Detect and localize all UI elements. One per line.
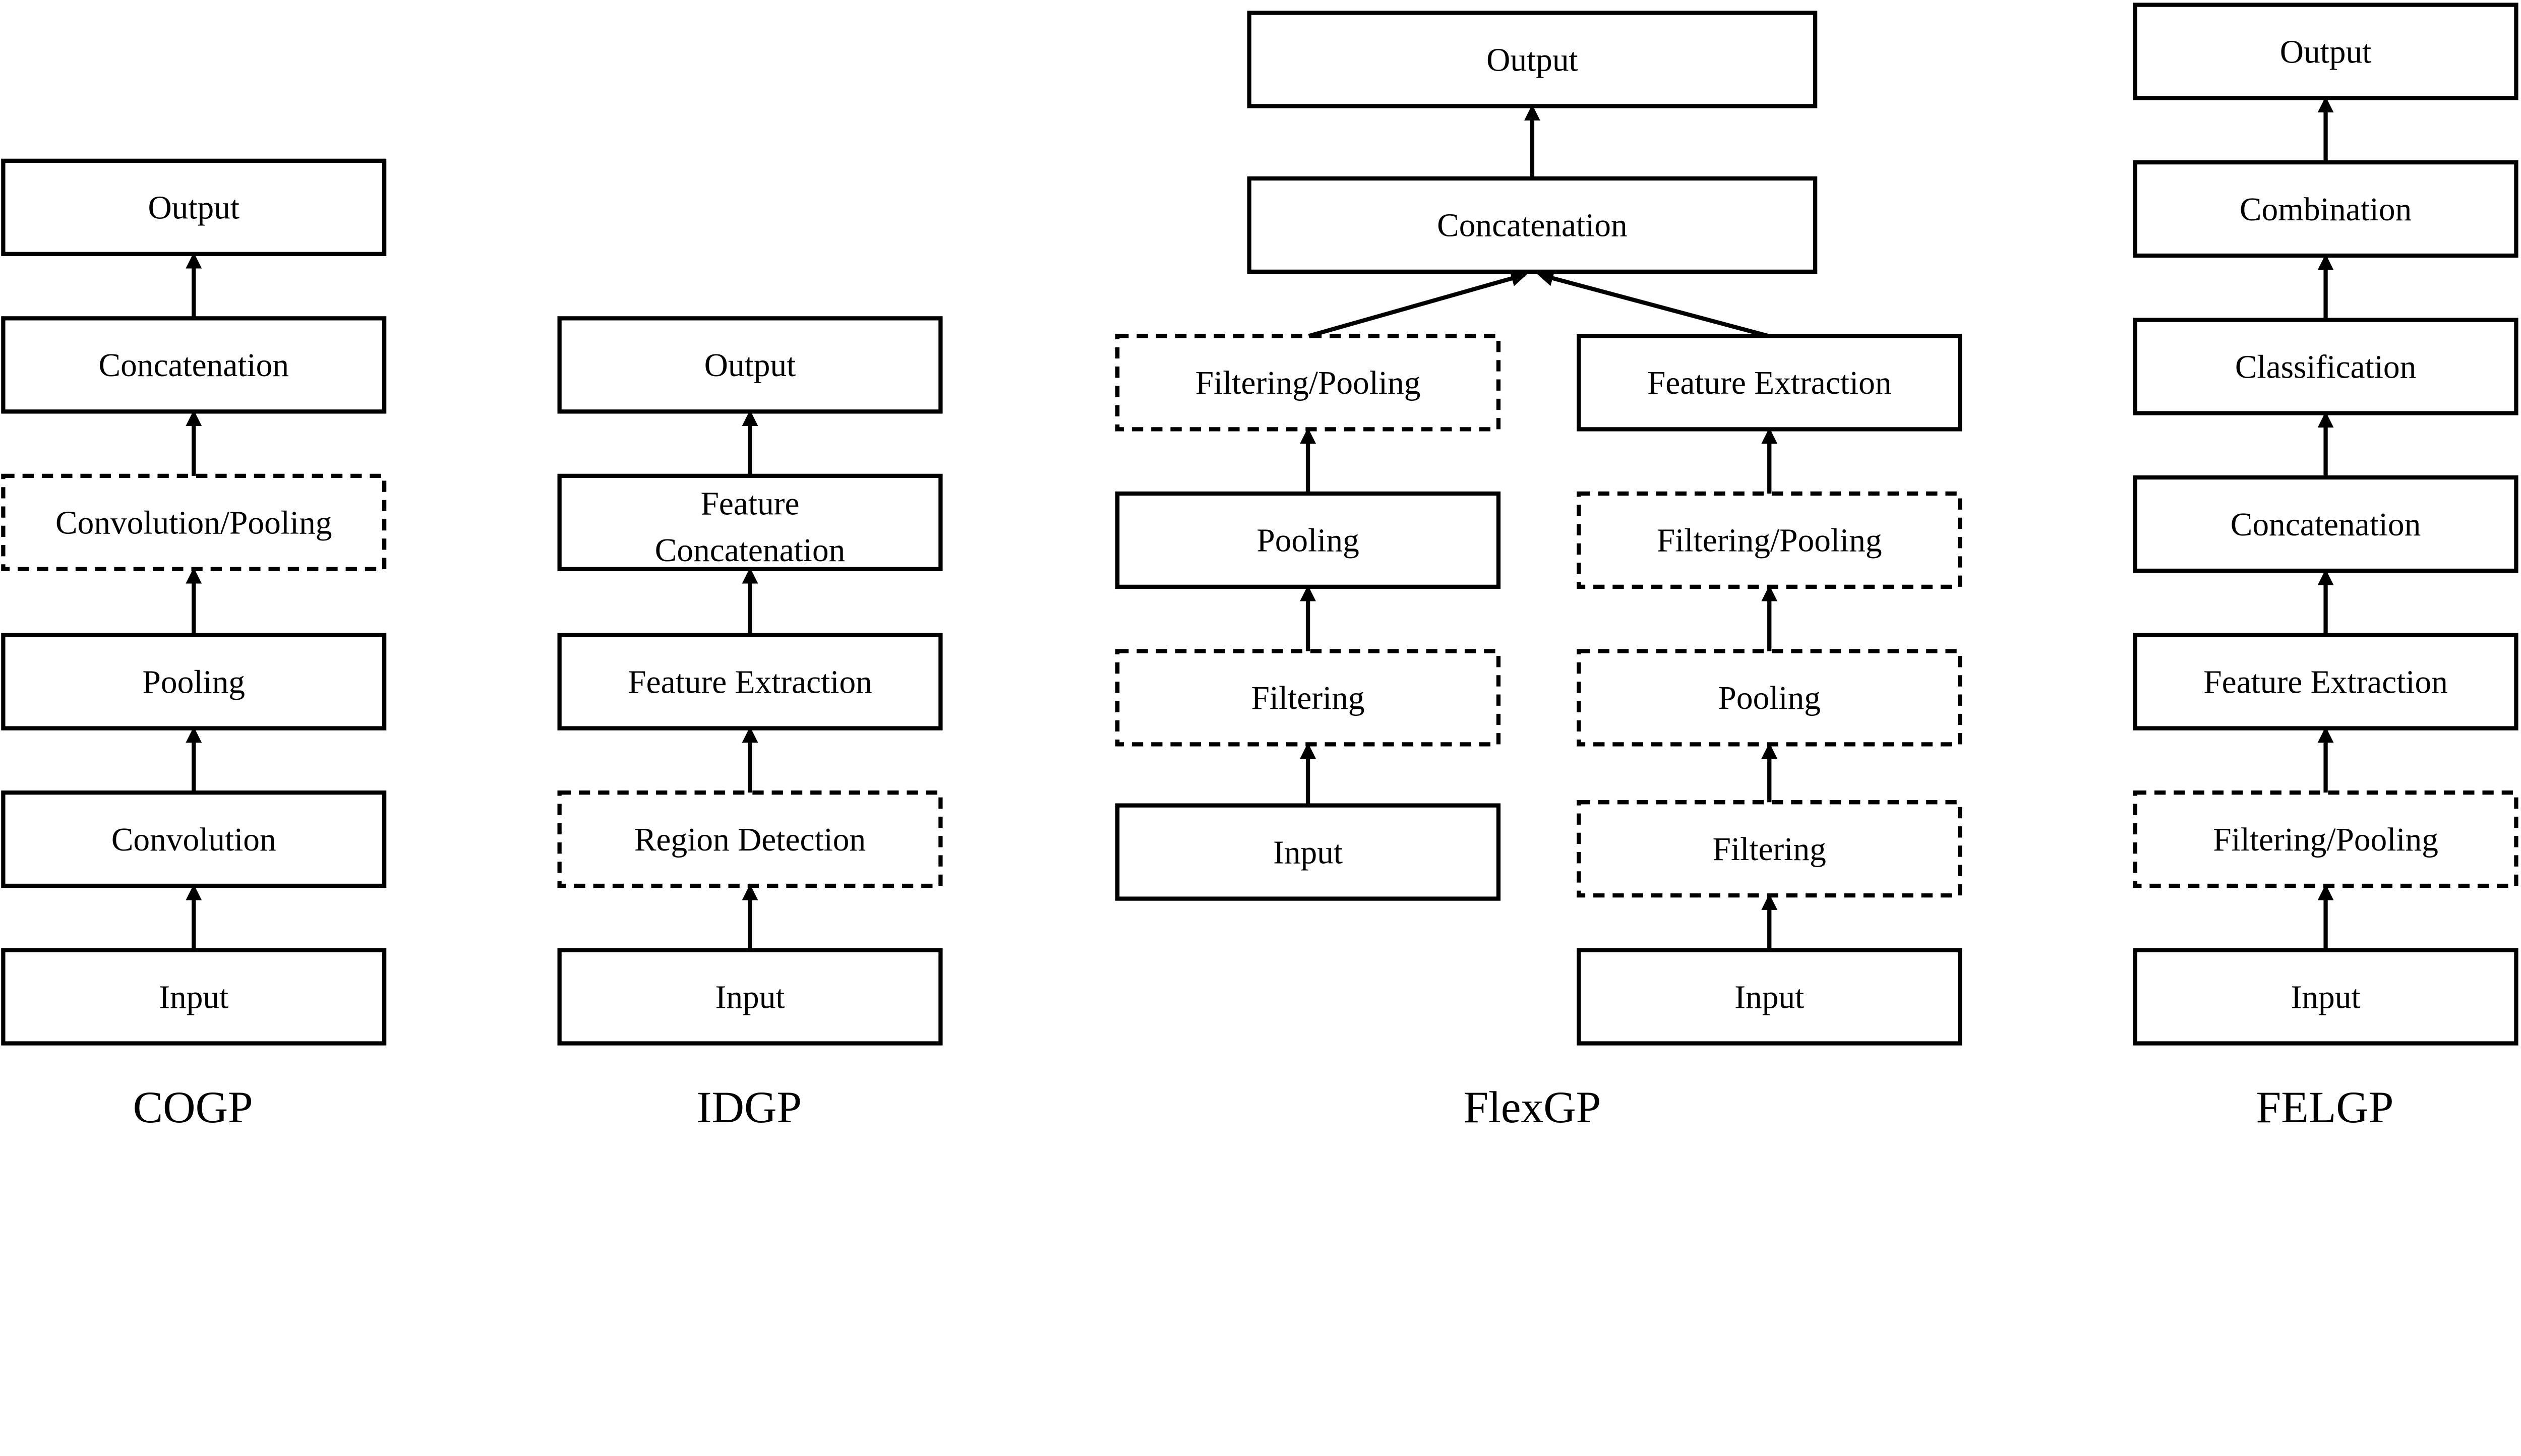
filtering-pooling-box: Filtering/Pooling — [1577, 491, 1962, 589]
box-label: Output — [148, 190, 239, 226]
box-label: Pooling — [1718, 680, 1821, 716]
input-box: Input — [1115, 803, 1501, 901]
filtering-pooling-box: Filtering/Pooling — [2133, 790, 2518, 888]
box-label: Convolution — [111, 822, 276, 858]
feature-extraction-box: Feature Extraction — [1577, 334, 1962, 432]
box-label: Filtering/Pooling — [1657, 523, 1882, 559]
box-label: Feature Extraction — [2203, 664, 2448, 700]
box-label: Filtering — [1251, 680, 1365, 716]
box-outline — [557, 948, 943, 1046]
box-label: Classification — [2235, 349, 2416, 385]
flexgp-diagram: OutputConcatenationFiltering/PoolingPool… — [1115, 11, 1962, 1130]
cogp-diagram: OutputConcatenationConvolution/PoolingPo… — [1, 158, 387, 1130]
concatenation-box: Concatenation — [2133, 475, 2518, 573]
box-label: Filtering — [1713, 831, 1826, 868]
output-box: Output — [1, 158, 387, 256]
box-label: Pooling — [1256, 523, 1359, 559]
diagram-title: FELGP — [2256, 1082, 2394, 1130]
box-outline — [1115, 334, 1501, 432]
output-box: Output — [2133, 3, 2518, 100]
feature-extraction-box: Feature Extraction — [557, 633, 943, 731]
diagram-title: IDGP — [697, 1082, 802, 1130]
box-outline — [557, 316, 943, 414]
box-label-line: Feature — [701, 486, 800, 522]
arrow — [1308, 270, 1528, 338]
box-outline — [1, 158, 387, 256]
felgp-diagram: OutputCombinationClassificationConcatena… — [2133, 3, 2518, 1130]
box-label: Output — [2280, 34, 2372, 70]
box-label: Filtering/Pooling — [2213, 822, 2438, 858]
box-label-line: Concatenation — [655, 532, 846, 569]
box-label: Combination — [2240, 192, 2412, 228]
diagram-title: FlexGP — [1463, 1082, 1601, 1130]
box-label: Concatenation — [1437, 208, 1628, 244]
box-label: Concatenation — [2231, 507, 2421, 543]
box-label: Region Detection — [634, 822, 866, 858]
box-outline — [2133, 160, 2518, 258]
box-label: Output — [1486, 42, 1578, 78]
input-box: Input — [557, 948, 943, 1046]
box-label: Convolution/Pooling — [55, 505, 332, 541]
input-box: Input — [1577, 948, 1962, 1046]
box-outline — [1577, 334, 1962, 432]
region-detection-box: Region Detection — [557, 790, 943, 888]
box-outline — [1, 316, 387, 414]
box-outline — [1115, 649, 1501, 747]
box-label: Input — [1273, 834, 1343, 871]
concatenation-box: Concatenation — [1247, 176, 1818, 274]
input-box: Input — [2133, 948, 2518, 1046]
box-label: Input — [1734, 979, 1804, 1015]
box-label: Input — [715, 979, 785, 1015]
diagram-title: COGP — [133, 1082, 253, 1130]
box-outline — [1, 790, 387, 888]
box-outline — [1, 473, 387, 571]
box-outline — [2133, 318, 2518, 415]
output-box: Output — [557, 316, 943, 414]
box-outline — [2133, 948, 2518, 1046]
box-outline — [557, 633, 943, 731]
arrow — [1537, 270, 1769, 338]
filtering-box: Filtering — [1577, 800, 1962, 898]
box-outline — [1247, 176, 1818, 274]
box-label: Pooling — [143, 664, 245, 700]
pooling-box: Pooling — [1577, 649, 1962, 747]
filtering-pooling-box: Filtering/Pooling — [1115, 334, 1501, 432]
box-outline — [2133, 475, 2518, 573]
pooling-box: Pooling — [1, 633, 387, 731]
concatenation-box: Concatenation — [1, 316, 387, 414]
box-label: Feature Extraction — [628, 664, 872, 700]
filtering-box: Filtering — [1115, 649, 1501, 747]
box-label: Input — [159, 979, 228, 1015]
output-box: Output — [1247, 11, 1818, 108]
input-box: Input — [1, 948, 387, 1046]
classification-box: Classification — [2133, 318, 2518, 415]
convolution-box: Convolution — [1, 790, 387, 888]
convolution-pooling-box: Convolution/Pooling — [1, 473, 387, 571]
box-label: Feature Extraction — [1647, 365, 1892, 401]
box-label: Output — [704, 347, 796, 384]
combination-box: Combination — [2133, 160, 2518, 258]
gp-architectures-diagram: OutputConcatenationConvolution/PoolingPo… — [1, 3, 2518, 1130]
box-label: Input — [2291, 979, 2361, 1015]
pooling-box: Pooling — [1115, 491, 1501, 589]
feature-extraction-box: Feature Extraction — [2133, 633, 2518, 731]
box-outline — [1115, 803, 1501, 901]
box-label: Concatenation — [98, 347, 289, 384]
box-label: Filtering/Pooling — [1195, 365, 1421, 401]
